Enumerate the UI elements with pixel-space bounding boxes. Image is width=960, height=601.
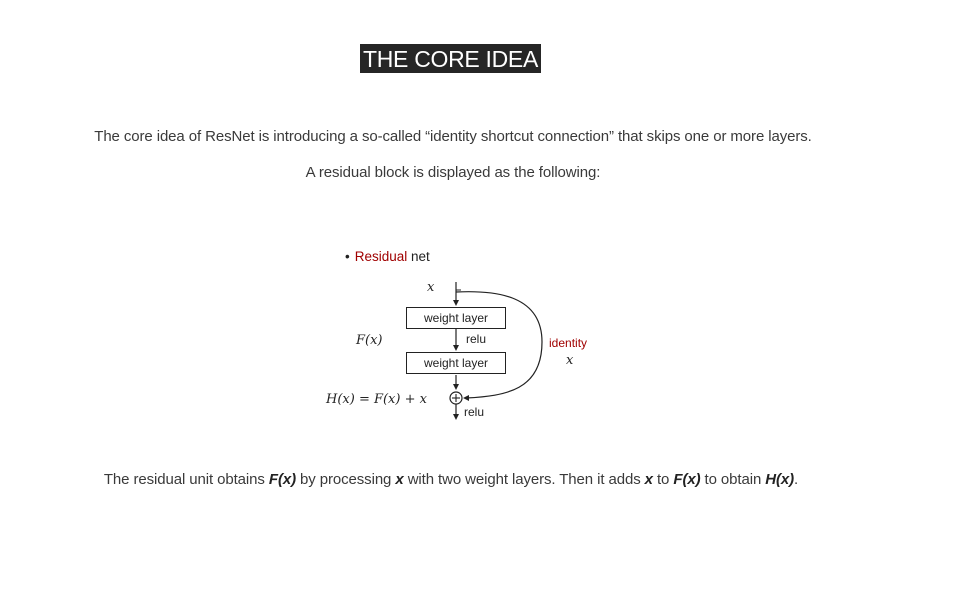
p3-text-5: to obtain: [700, 471, 766, 488]
p3-fx-2: F(x): [673, 471, 701, 488]
figure-caption: A residual block is displayed as the fol…: [305, 164, 601, 181]
page-title: THE CORE IDEA: [360, 44, 542, 73]
p3-hx: H(x): [765, 471, 795, 488]
intro-paragraph: The core idea of ResNet is introducing a…: [94, 128, 812, 145]
residual-block-figure: • Residual net x weight layer relu weight…: [308, 232, 608, 447]
explanation-paragraph: The residual unit obtains F(x) by proces…: [0, 471, 902, 488]
p3-text-3: with two weight layers. Then it adds: [403, 471, 645, 488]
bullet-dot: •: [345, 249, 350, 264]
p3-x-1: x: [395, 471, 404, 488]
p3-text-1: The residual unit obtains: [103, 471, 269, 488]
bullet-residual-net: • Residual net: [345, 249, 430, 264]
hx-equation: H(x) = F(x) + x: [326, 392, 427, 407]
identity-label: identity: [549, 336, 588, 350]
p3-text-2: by processing: [295, 471, 396, 488]
residual-diagram: [449, 282, 543, 420]
p3-fx-1: F(x): [268, 471, 296, 488]
relu-label-2: relu: [464, 405, 485, 419]
fx-label: F(x): [356, 333, 383, 348]
identity-x-label: x: [566, 353, 574, 368]
input-x-label: x: [427, 280, 435, 295]
p3-text-4: to: [652, 471, 674, 488]
p3-x-2: x: [644, 471, 653, 488]
weight-layer-box-2: weight layer: [406, 352, 506, 374]
bullet-red-text: Residual: [354, 249, 408, 264]
relu-label-1: relu: [466, 332, 487, 346]
p3-text-6: .: [794, 471, 799, 488]
bullet-black-text: net: [411, 249, 430, 264]
weight-layer-box-1: weight layer: [406, 307, 506, 329]
